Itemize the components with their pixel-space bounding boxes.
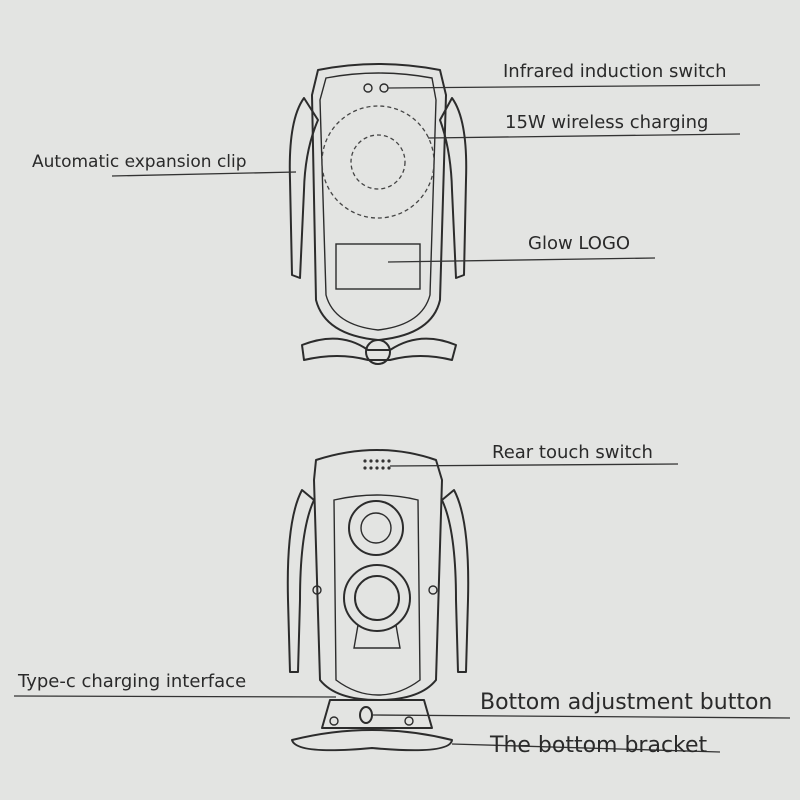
leader-lines [13, 84, 791, 753]
label-typec-interface: Type-c charging interface [17, 671, 246, 692]
label-bottom-adjustment-button: Bottom adjustment button [480, 690, 772, 715]
label-infrared-switch: Infrared induction switch [503, 61, 727, 82]
rear-view-holder [286, 449, 470, 752]
rear-touch-dots-icon [363, 459, 391, 470]
front-view-holder [288, 63, 468, 365]
label-bottom-bracket: The bottom bracket [489, 733, 708, 758]
label-rear-touch-switch: Rear touch switch [492, 442, 653, 463]
label-wireless-charging: 15W wireless charging [505, 112, 708, 133]
label-glow-logo: Glow LOGO [528, 233, 630, 254]
label-expansion-clip: Automatic expansion clip [32, 152, 247, 172]
